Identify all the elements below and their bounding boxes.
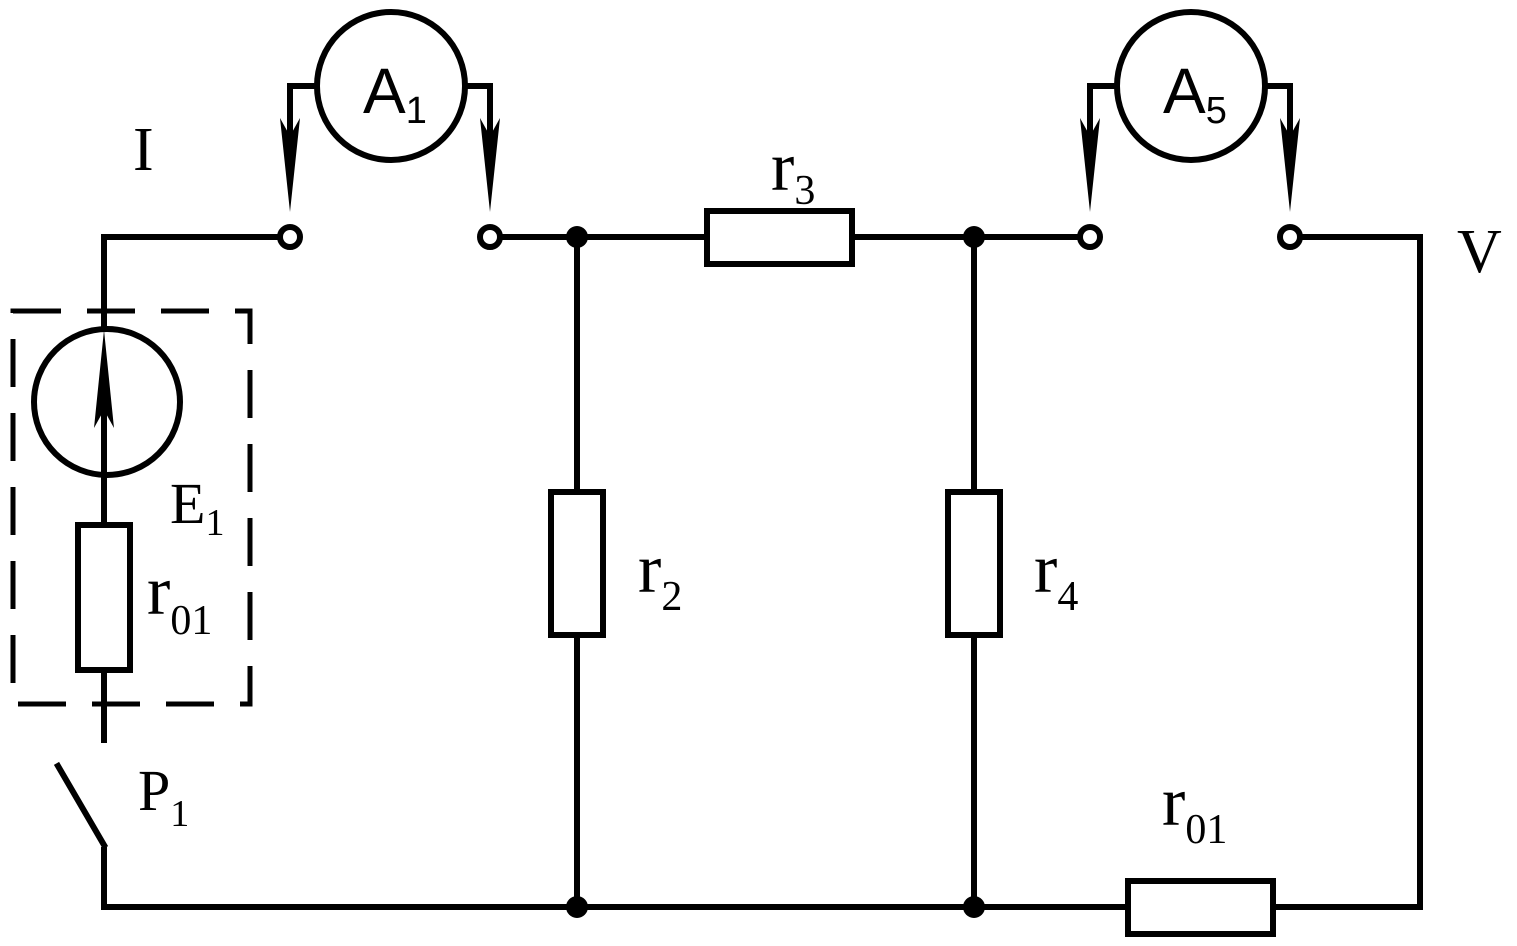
terminal-a5-left [1077, 224, 1103, 250]
terminal-a1-right [477, 224, 503, 250]
resistor-r3 [704, 208, 855, 267]
label-r01-source: r01 [147, 553, 212, 644]
label-r01-bottom: r01 [1162, 764, 1227, 853]
wire-bottom-right [1270, 234, 1423, 910]
label-node-i: I [133, 116, 154, 184]
resistor-r4 [945, 489, 1003, 638]
label-r2: r2 [638, 531, 682, 620]
ammeter-a1-left-arrow-icon [280, 118, 300, 212]
wire-left-top [101, 234, 293, 333]
junction-top-r2 [566, 226, 588, 248]
source-enclosure [10, 308, 253, 707]
ammeter-a1 [277, 9, 503, 250]
terminal-a5-right [1277, 224, 1303, 250]
resistor-r2 [548, 489, 606, 638]
junction-top-r4 [963, 226, 985, 248]
resistor-r01-source [75, 522, 133, 673]
ammeter-a5 [1077, 9, 1303, 250]
label-switch-p1: P1 [138, 758, 189, 835]
label-source-e1: E1 [170, 471, 224, 544]
terminal-a1-left [277, 224, 303, 250]
label-r4: r4 [1034, 531, 1078, 620]
label-node-v: V [1457, 218, 1502, 286]
label-ammeter-a1: A1 [363, 55, 427, 132]
ammeter-a5-left-arrow-icon [1080, 118, 1100, 212]
label-r3: r3 [771, 129, 815, 214]
resistor-r01-bottom [1125, 878, 1276, 937]
wire-bottom-left [101, 847, 1131, 910]
source-arrow-icon [94, 330, 114, 428]
ammeter-a5-right-arrow-icon [1280, 118, 1300, 212]
junction-bottom-r4 [963, 896, 985, 918]
switch-blade [53, 761, 109, 850]
ammeter-a1-right-arrow-icon [480, 118, 500, 212]
label-ammeter-a5: A5 [1163, 55, 1227, 132]
junction-bottom-r2 [566, 896, 588, 918]
